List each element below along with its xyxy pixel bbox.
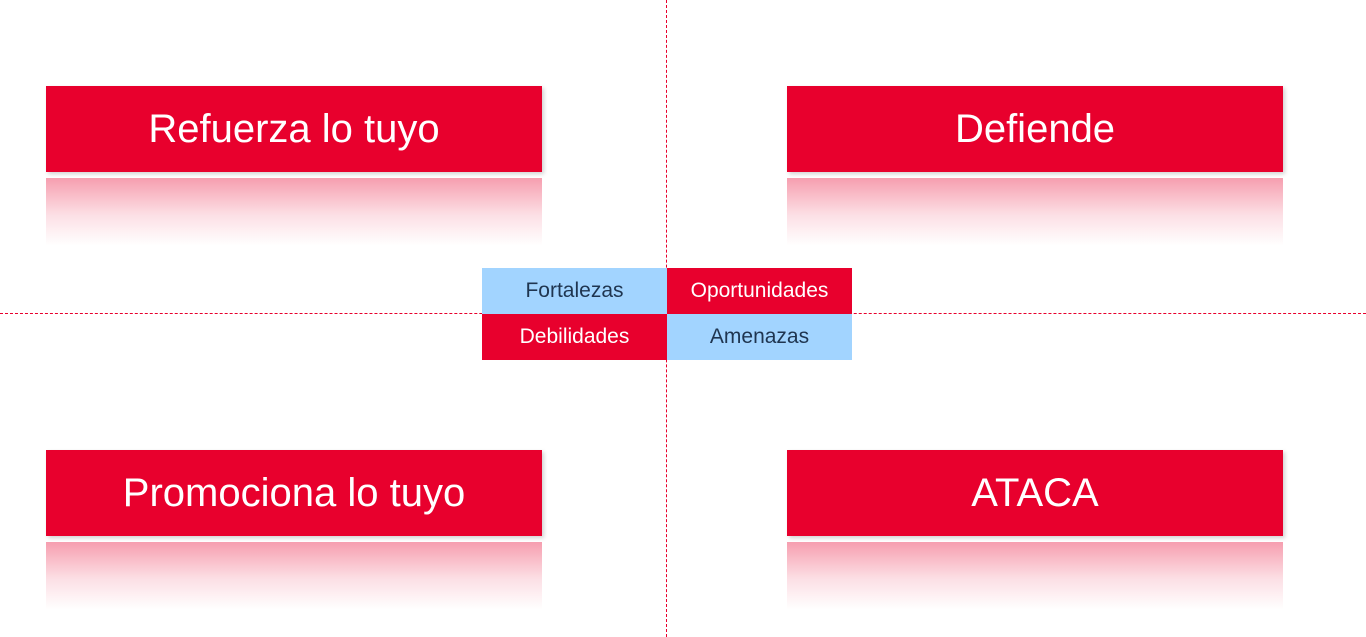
quadrant-card-strengthen-reflection xyxy=(46,178,542,246)
quadrant-card-promote: Promociona lo tuyo xyxy=(46,450,542,536)
quadrant-card-attack: ATACA xyxy=(787,450,1283,536)
swot-opportunities: Oportunidades xyxy=(667,268,852,314)
quadrant-card-attack-reflection xyxy=(787,542,1283,610)
swot-threats: Amenazas xyxy=(667,314,852,360)
quadrant-card-promote-reflection xyxy=(46,542,542,610)
swot-weaknesses: Debilidades xyxy=(482,314,667,360)
quadrant-card-strengthen: Refuerza lo tuyo xyxy=(46,86,542,172)
swot-strengths: Fortalezas xyxy=(482,268,667,314)
quadrant-card-defend: Defiende xyxy=(787,86,1283,172)
quadrant-card-defend-reflection xyxy=(787,178,1283,246)
